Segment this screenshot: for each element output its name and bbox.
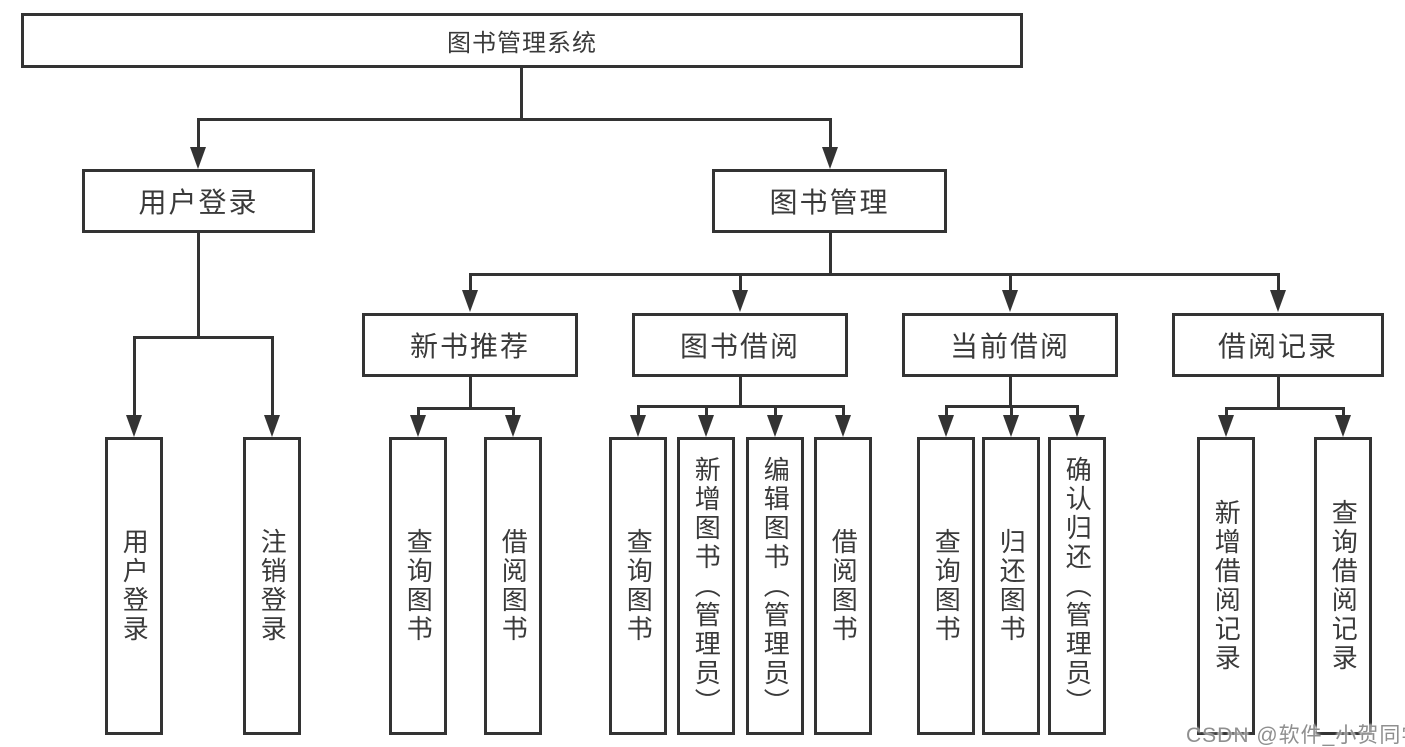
- connector-line: [637, 405, 845, 408]
- leaf-label: 新增图书（管理员）: [691, 455, 722, 717]
- connector-line: [829, 233, 832, 273]
- leaf-label: 编辑图书（管理员）: [760, 455, 791, 717]
- arrowhead-icon: [264, 415, 280, 437]
- leaf-query-borrow-record: 查询借阅记录: [1314, 437, 1372, 735]
- leaf-borrow-books: 借阅图书: [814, 437, 872, 735]
- leaf-label: 查询图书: [931, 528, 962, 644]
- arrowhead-icon: [505, 415, 521, 437]
- node-user-login: 用户登录: [82, 169, 315, 233]
- arrowhead-icon: [698, 415, 714, 437]
- connector-line: [774, 405, 777, 415]
- connector-line: [637, 405, 640, 415]
- arrowhead-icon: [1003, 415, 1019, 437]
- node-new-book-recommendation: 新书推荐: [362, 313, 578, 377]
- leaf-logout: 注销登录: [243, 437, 301, 735]
- leaf-user-login: 用户登录: [105, 437, 163, 735]
- leaf-query-books-borrowing: 查询图书: [609, 437, 667, 735]
- leaf-add-borrow-record: 新增借阅记录: [1197, 437, 1255, 735]
- connector-line: [133, 336, 274, 339]
- leaf-borrow-books-recommend: 借阅图书: [484, 437, 542, 735]
- connector-line: [1225, 407, 1228, 415]
- connector-line: [705, 405, 708, 415]
- connector-line: [739, 377, 742, 405]
- connector-line: [133, 336, 136, 415]
- connector-line: [1010, 405, 1013, 415]
- leaf-query-books-recommend: 查询图书: [389, 437, 447, 735]
- leaf-label: 查询图书: [623, 528, 654, 644]
- connector-line: [520, 68, 523, 118]
- leaf-edit-books-admin: 编辑图书（管理员）: [746, 437, 804, 735]
- arrowhead-icon: [822, 147, 838, 169]
- leaf-query-books-current: 查询图书: [917, 437, 975, 735]
- connector-line: [512, 407, 515, 415]
- arrowhead-icon: [732, 290, 748, 312]
- arrowhead-icon: [1335, 415, 1351, 437]
- leaf-label: 新增借阅记录: [1211, 499, 1242, 673]
- node-borrowing-records: 借阅记录: [1172, 313, 1384, 377]
- connector-line: [197, 118, 832, 121]
- arrowhead-icon: [1002, 290, 1018, 312]
- node-library-management-system: 图书管理系统: [21, 13, 1023, 68]
- arrowhead-icon: [126, 415, 142, 437]
- connector-line: [469, 273, 472, 290]
- node-book-management: 图书管理: [712, 169, 947, 233]
- connector-line: [739, 273, 742, 290]
- connector-line: [197, 118, 200, 147]
- node-label: 图书借阅: [679, 331, 800, 362]
- arrowhead-icon: [1069, 415, 1085, 437]
- node-current-borrowing: 当前借阅: [902, 313, 1118, 377]
- connector-line: [829, 118, 832, 147]
- csdn-watermark: CSDN @软件_小贺同学: [1186, 724, 1405, 747]
- leaf-label: 确认归还（管理员）: [1062, 455, 1093, 717]
- node-book-borrowing: 图书借阅: [632, 313, 848, 377]
- connector-line: [1342, 407, 1345, 415]
- connector-line: [1076, 405, 1079, 415]
- arrowhead-icon: [767, 415, 783, 437]
- connector-line: [1009, 273, 1012, 290]
- arrowhead-icon: [1218, 415, 1234, 437]
- connector-line: [197, 233, 200, 336]
- connector-line: [417, 407, 515, 410]
- arrowhead-icon: [410, 415, 426, 437]
- leaf-confirm-return-admin: 确认归还（管理员）: [1048, 437, 1106, 735]
- leaf-label: 查询图书: [403, 528, 434, 644]
- connector-line: [469, 273, 1280, 276]
- leaf-add-books-admin: 新增图书（管理员）: [677, 437, 735, 735]
- node-label: 当前借阅: [949, 331, 1070, 362]
- arrowhead-icon: [1270, 290, 1286, 312]
- connector-line: [1009, 377, 1012, 405]
- leaf-label: 归还图书: [996, 528, 1027, 644]
- node-label: 图书管理: [769, 187, 890, 218]
- leaf-return-books: 归还图书: [982, 437, 1040, 735]
- leaf-label: 注销登录: [257, 528, 288, 644]
- leaf-label: 借阅图书: [828, 528, 859, 644]
- leaf-label: 借阅图书: [498, 528, 529, 644]
- arrowhead-icon: [190, 147, 206, 169]
- connector-line: [1277, 273, 1280, 290]
- node-label: 借阅记录: [1217, 331, 1338, 362]
- node-label: 新书推荐: [409, 331, 530, 362]
- arrowhead-icon: [630, 415, 646, 437]
- node-label: 图书管理系统: [447, 30, 597, 57]
- leaf-label: 查询借阅记录: [1328, 499, 1359, 673]
- connector-line: [469, 377, 472, 407]
- arrowhead-icon: [835, 415, 851, 437]
- arrowhead-icon: [938, 415, 954, 437]
- arrowhead-icon: [462, 290, 478, 312]
- connector-line: [945, 405, 948, 415]
- connector-line: [417, 407, 420, 415]
- connector-line: [271, 336, 274, 415]
- connector-line: [1277, 377, 1280, 407]
- node-label: 用户登录: [138, 187, 259, 218]
- leaf-label: 用户登录: [119, 528, 150, 644]
- connector-line: [1225, 407, 1345, 410]
- connector-line: [842, 405, 845, 415]
